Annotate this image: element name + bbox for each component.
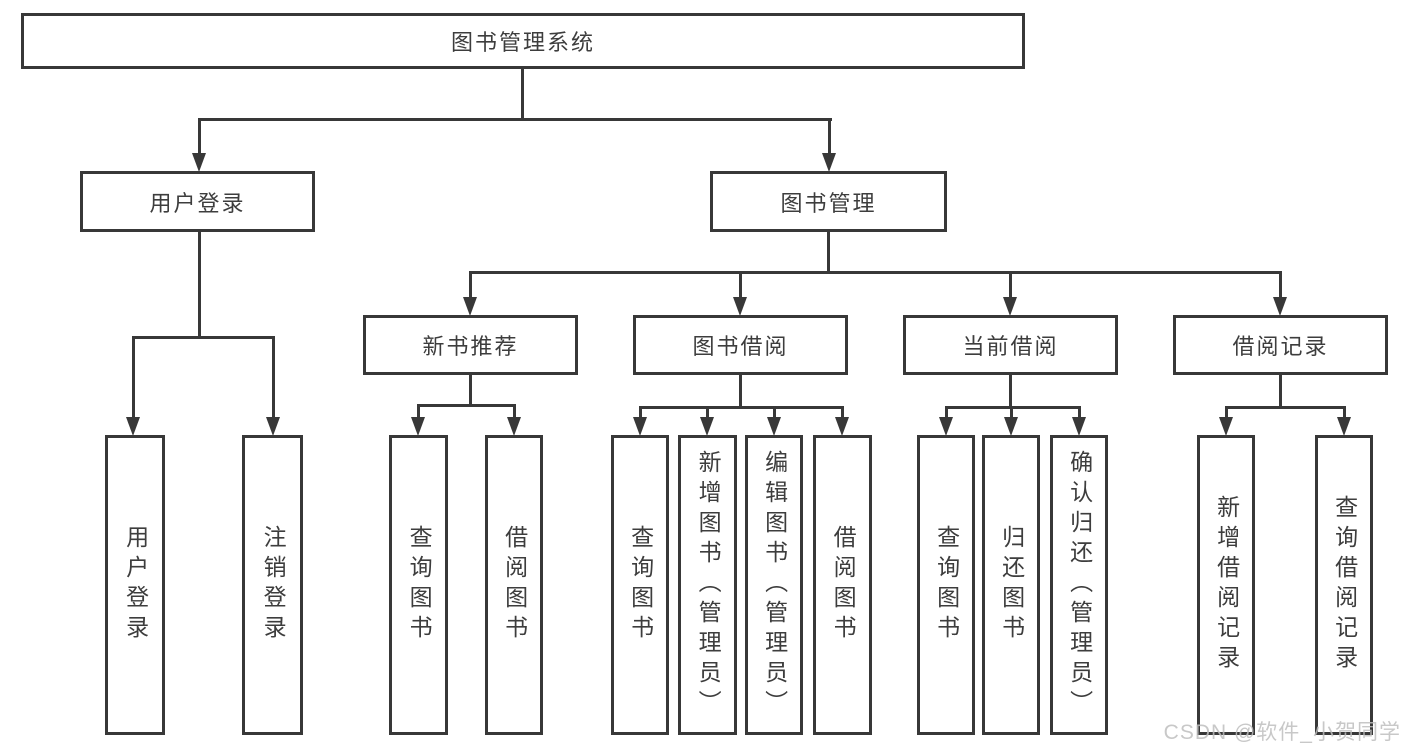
leaf-add-books-admin: 新增图书（管理员） — [678, 435, 737, 735]
connector-arrow-line — [1010, 406, 1013, 418]
connector-current-rail — [945, 406, 1081, 409]
connector-arrow-line — [828, 118, 831, 154]
connector-arrow-line — [945, 406, 948, 418]
leaf-user-login: 用户登录 — [105, 435, 165, 735]
arrow-down-icon — [463, 297, 477, 316]
node-label: 用户登录 — [122, 525, 149, 645]
arrow-down-icon — [733, 297, 747, 316]
connector-arrow-line — [1225, 406, 1228, 418]
arrow-down-icon — [700, 417, 714, 436]
leaf-borrow-books-recommend: 借阅图书 — [485, 435, 543, 735]
arrow-down-icon — [1219, 417, 1233, 436]
leaf-add-borrow-record: 新增借阅记录 — [1197, 435, 1255, 735]
arrow-down-icon — [1337, 417, 1351, 436]
connector-arrow-line — [739, 271, 742, 298]
connector-records-rail — [1225, 406, 1346, 409]
node-book-borrowing: 图书借阅 — [633, 315, 848, 375]
node-label: 新增借阅记录 — [1213, 495, 1240, 675]
node-label: 查询图书 — [627, 525, 654, 645]
node-user-login: 用户登录 — [80, 171, 315, 232]
node-label: 编辑图书（管理员） — [761, 450, 788, 720]
connector-arrow-line — [132, 336, 135, 418]
connector-book-mgmt-rail — [469, 271, 1282, 274]
node-library-management-system: 图书管理系统 — [21, 13, 1025, 69]
node-label: 图书借阅 — [692, 334, 789, 359]
connector-user-login-stem — [198, 230, 201, 339]
node-label: 查询借阅记录 — [1331, 495, 1358, 675]
node-label: 图书管理系统 — [450, 30, 595, 55]
connector-recommend-stem — [469, 373, 472, 407]
node-label: 查询图书 — [933, 525, 960, 645]
node-label: 归还图书 — [998, 525, 1025, 645]
connector-root-stem — [521, 66, 524, 119]
connector-arrow-line — [1078, 406, 1081, 418]
leaf-query-books-current: 查询图书 — [917, 435, 975, 735]
arrow-down-icon — [1072, 417, 1086, 436]
connector-user-login-rail — [132, 336, 275, 339]
arrow-down-icon — [1273, 297, 1287, 316]
node-label: 借阅记录 — [1232, 334, 1329, 359]
node-label: 确认归还（管理员） — [1066, 450, 1093, 720]
node-label: 新书推荐 — [422, 334, 519, 359]
csdn-watermark: CSDN @软件_小贺同学 — [1163, 721, 1401, 744]
node-new-book-recommend: 新书推荐 — [363, 315, 578, 375]
node-label: 当前借阅 — [962, 334, 1059, 359]
leaf-borrow-books: 借阅图书 — [813, 435, 872, 735]
leaf-edit-books-admin: 编辑图书（管理员） — [745, 435, 803, 735]
node-label: 新增图书（管理员） — [695, 450, 722, 720]
leaf-query-books-recommend: 查询图书 — [389, 435, 448, 735]
connector-current-stem — [1009, 373, 1012, 409]
connector-arrow-line — [1279, 271, 1282, 298]
node-label: 查询图书 — [406, 525, 433, 645]
node-book-management: 图书管理 — [710, 171, 947, 232]
node-borrowing-records: 借阅记录 — [1173, 315, 1388, 375]
node-label: 借阅图书 — [830, 525, 857, 645]
connector-arrow-line — [198, 118, 201, 154]
connector-arrow-line — [513, 404, 516, 418]
arrow-down-icon — [192, 153, 206, 172]
connector-book-mgmt-stem — [827, 230, 830, 274]
arrow-down-icon — [126, 417, 140, 436]
connector-arrow-line — [773, 406, 776, 418]
connector-arrow-line — [469, 271, 472, 298]
connector-arrow-line — [639, 406, 642, 418]
leaf-logout: 注销登录 — [242, 435, 303, 735]
arrow-down-icon — [1004, 417, 1018, 436]
arrow-down-icon — [1003, 297, 1017, 316]
connector-arrow-line — [417, 404, 420, 418]
connector-root-rail — [198, 118, 832, 121]
connector-recommend-rail — [417, 404, 516, 407]
arrow-down-icon — [767, 417, 781, 436]
arrow-down-icon — [633, 417, 647, 436]
arrow-down-icon — [411, 417, 425, 436]
arrow-down-icon — [822, 153, 836, 172]
arrow-down-icon — [835, 417, 849, 436]
leaf-query-books-borrowing: 查询图书 — [611, 435, 669, 735]
connector-arrow-line — [706, 406, 709, 418]
node-label: 图书管理 — [780, 190, 877, 216]
leaf-return-books: 归还图书 — [982, 435, 1040, 735]
arrow-down-icon — [507, 417, 521, 436]
arrow-down-icon — [939, 417, 953, 436]
connector-borrowing-rail — [639, 406, 844, 409]
node-label: 借阅图书 — [501, 525, 528, 645]
connector-arrow-line — [272, 336, 275, 418]
arrow-down-icon — [266, 417, 280, 436]
connector-records-stem — [1279, 373, 1282, 409]
connector-arrow-line — [1009, 271, 1012, 298]
leaf-confirm-return-admin: 确认归还（管理员） — [1050, 435, 1108, 735]
connector-arrow-line — [1343, 406, 1346, 418]
connector-borrowing-stem — [739, 373, 742, 409]
node-current-borrowing: 当前借阅 — [903, 315, 1118, 375]
connector-arrow-line — [841, 406, 844, 418]
leaf-query-borrow-record: 查询借阅记录 — [1315, 435, 1373, 735]
node-label: 用户登录 — [149, 190, 246, 216]
node-label: 注销登录 — [260, 525, 287, 645]
